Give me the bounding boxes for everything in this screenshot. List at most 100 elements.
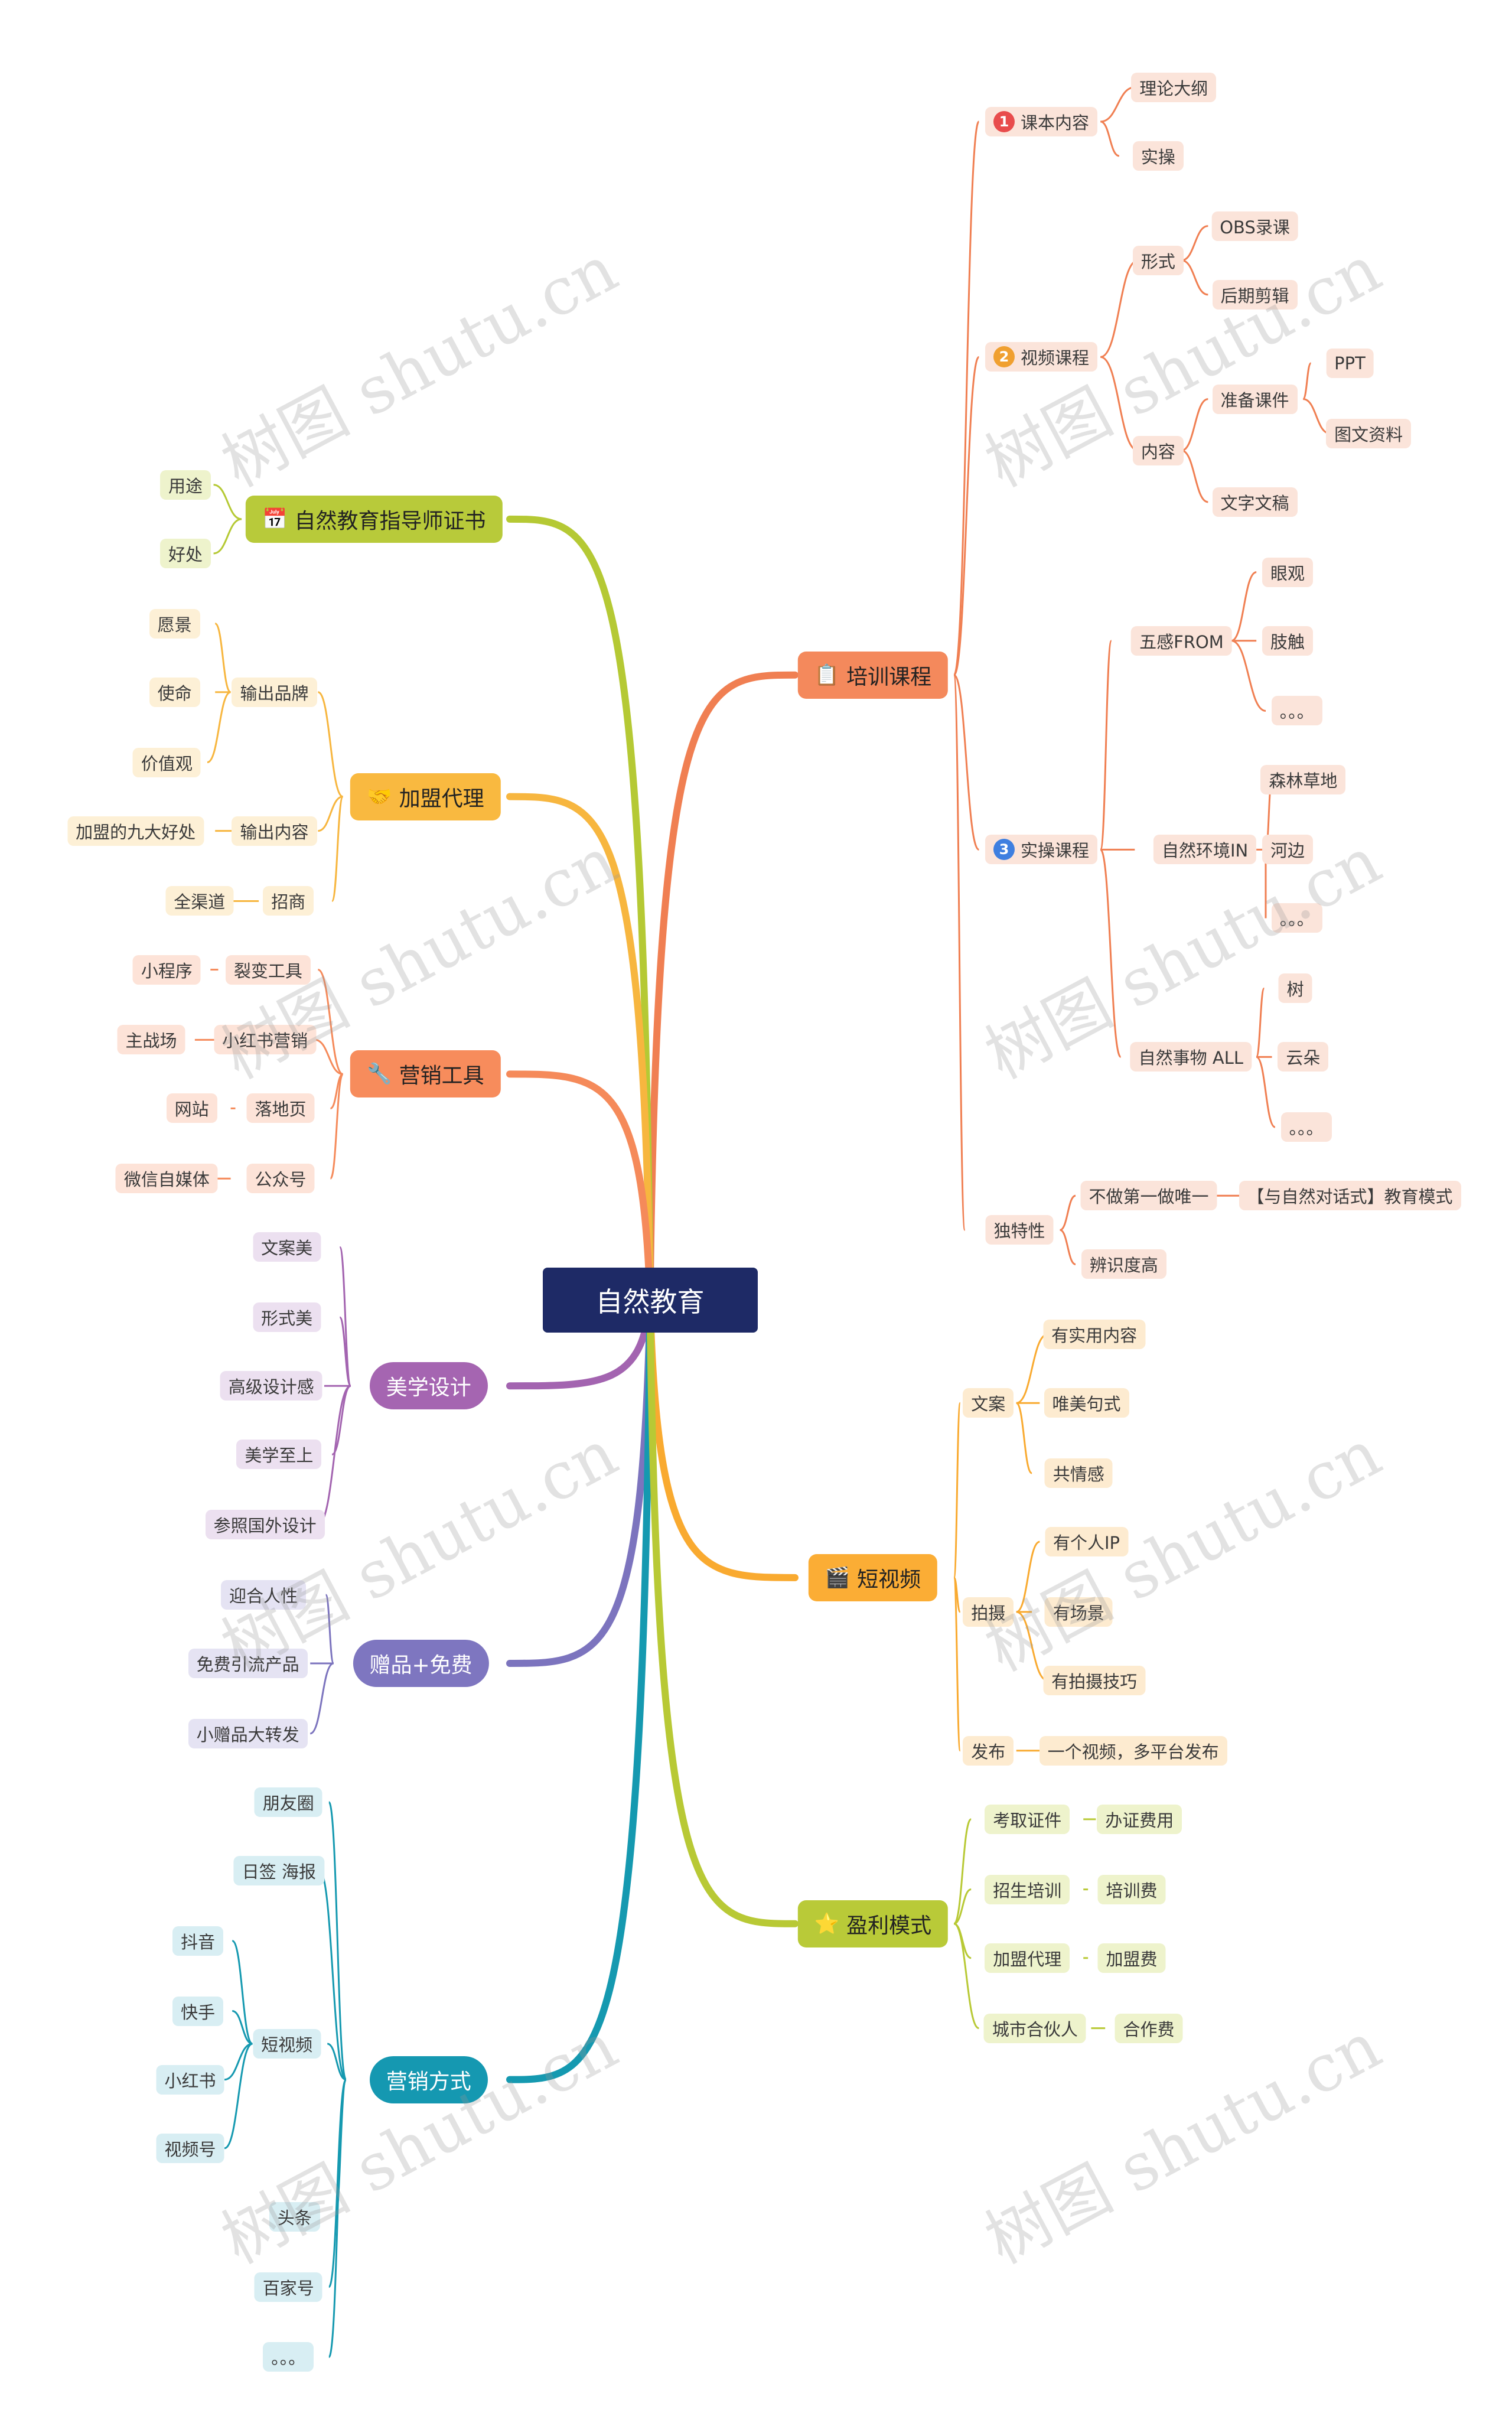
nature-thing-item[interactable]: 树 bbox=[1278, 973, 1312, 1004]
prep-slides[interactable]: 准备课件 bbox=[1212, 384, 1298, 414]
short-video-platform[interactable]: 视频号 bbox=[156, 2133, 224, 2163]
edge-line bbox=[953, 674, 980, 851]
franchise-recruit[interactable]: 招商 bbox=[263, 886, 314, 916]
aesthetic-item[interactable]: 文案美 bbox=[253, 1232, 321, 1262]
branch-gift[interactable]: 赠品+免费 bbox=[353, 1640, 489, 1687]
nine-benefits-label: 加盟的九大好处 bbox=[76, 822, 196, 842]
copy-item[interactable]: 有实用内容 bbox=[1043, 1320, 1146, 1350]
course-item[interactable]: 理论大纲 bbox=[1131, 72, 1217, 102]
multi-platform[interactable]: 一个视频，多平台发布 bbox=[1039, 1735, 1227, 1766]
branch-franchise[interactable]: 🤝加盟代理 bbox=[350, 773, 501, 820]
nature-thing-item[interactable]: 。。。 bbox=[1280, 1112, 1332, 1142]
profit-item[interactable]: 城市合伙人 bbox=[983, 2013, 1086, 2043]
environment-item[interactable]: 森林草地 bbox=[1260, 764, 1346, 794]
nine-benefits[interactable]: 加盟的九大好处 bbox=[67, 816, 204, 846]
dialogue-model[interactable]: 【与自然对话式】教育模式 bbox=[1239, 1181, 1461, 1211]
practice-things[interactable]: 自然事物 ALL bbox=[1130, 1042, 1252, 1072]
short-video-publish[interactable]: 发布 bbox=[963, 1735, 1014, 1766]
branch-marketing-tools[interactable]: 🔧营销工具 bbox=[350, 1050, 501, 1098]
profit-fee[interactable]: 加盟费 bbox=[1097, 1943, 1166, 1973]
unique-first[interactable]: 不做第一做唯一 bbox=[1080, 1181, 1217, 1211]
profit-item[interactable]: 考取证件 bbox=[985, 1804, 1070, 1834]
brand-item[interactable]: 使命 bbox=[149, 677, 200, 707]
franchise-brand[interactable]: 输出品牌 bbox=[232, 677, 317, 707]
branch-profit[interactable]: ⭐盈利模式 bbox=[797, 1900, 949, 1947]
prep-item[interactable]: 图文资料 bbox=[1326, 418, 1412, 448]
tool-item[interactable]: 落地页 bbox=[246, 1093, 315, 1123]
profit-fee[interactable]: 合作费 bbox=[1115, 2013, 1183, 2043]
uniqueness[interactable]: 独特性 bbox=[985, 1215, 1054, 1245]
aesthetic-item[interactable]: 参照国外设计 bbox=[205, 1510, 325, 1540]
aesthetic-item[interactable]: 形式美 bbox=[253, 1302, 321, 1333]
aesthetic-item[interactable]: 美学至上 bbox=[236, 1440, 322, 1470]
root-topic[interactable]: 自然教育 bbox=[542, 1268, 758, 1333]
environment-item[interactable]: 河边 bbox=[1262, 835, 1313, 865]
short-video-copy[interactable]: 文案 bbox=[963, 1388, 1014, 1418]
branch-cert[interactable]: 📅自然教育指导师证书 bbox=[246, 495, 503, 543]
profit-fee[interactable]: 办证费用 bbox=[1097, 1804, 1182, 1834]
tool-detail[interactable]: 小程序 bbox=[132, 955, 201, 985]
short-video-platform[interactable]: 抖音 bbox=[172, 1926, 224, 1956]
short-video-platform[interactable]: 小红书 bbox=[156, 2064, 224, 2095]
tool-detail[interactable]: 网站 bbox=[166, 1093, 217, 1123]
five-senses-item[interactable]: 眼观 bbox=[1262, 557, 1313, 587]
short-video-platform[interactable]: 快手 bbox=[172, 1996, 224, 2026]
channel-item[interactable]: 短视频 bbox=[253, 2028, 321, 2059]
cert-item[interactable]: 好处 bbox=[160, 538, 211, 568]
copy-item[interactable]: 共情感 bbox=[1044, 1458, 1113, 1489]
profit-fee[interactable]: 培训费 bbox=[1097, 1874, 1166, 1904]
tool-detail[interactable]: 微信自媒体 bbox=[115, 1164, 218, 1194]
all-channels[interactable]: 全渠道 bbox=[165, 886, 234, 916]
copy-item[interactable]: 唯美句式 bbox=[1044, 1388, 1129, 1418]
form-item[interactable]: OBS录课 bbox=[1211, 211, 1298, 241]
text-doc[interactable]: 文字文稿 bbox=[1212, 487, 1298, 517]
channel-item[interactable]: 日签 海报 bbox=[233, 1856, 325, 1885]
practice-env[interactable]: 自然环境IN bbox=[1153, 835, 1257, 865]
unique-recog[interactable]: 辨识度高 bbox=[1081, 1249, 1166, 1279]
tool-detail[interactable]: 主战场 bbox=[117, 1025, 185, 1055]
channel-item[interactable]: 。。。 bbox=[263, 2342, 314, 2372]
brand-item[interactable]: 愿景 bbox=[149, 608, 200, 639]
shoot-item[interactable]: 有场景 bbox=[1044, 1597, 1113, 1627]
five-senses-item[interactable]: 。。。 bbox=[1271, 696, 1322, 726]
practice-five[interactable]: 五感FROM bbox=[1131, 626, 1232, 656]
branch-aesthetic[interactable]: 美学设计 bbox=[369, 1362, 488, 1410]
channel-item[interactable]: 头条 bbox=[269, 2201, 320, 2232]
gift-item[interactable]: 迎合人性 bbox=[221, 1579, 307, 1610]
video-content[interactable]: 内容 bbox=[1132, 435, 1184, 465]
tool-item[interactable]: 公众号 bbox=[246, 1164, 315, 1194]
branch-channels[interactable]: 营销方式 bbox=[369, 2056, 488, 2103]
shoot-item[interactable]: 有拍摄技巧 bbox=[1043, 1666, 1146, 1696]
tool-item[interactable]: 裂变工具 bbox=[225, 955, 311, 985]
video-form[interactable]: 形式 bbox=[1132, 245, 1184, 275]
gift-item[interactable]: 小赠品大转发 bbox=[188, 1718, 308, 1748]
branch-training[interactable]: 📋培训课程 bbox=[797, 651, 949, 699]
profit-item[interactable]: 招生培训 bbox=[985, 1874, 1070, 1904]
gift-item[interactable]: 免费引流产品 bbox=[188, 1649, 308, 1678]
profit-item[interactable]: 加盟代理 bbox=[985, 1943, 1070, 1973]
short-video-shoot[interactable]: 拍摄 bbox=[963, 1597, 1014, 1627]
edge-line bbox=[314, 1038, 343, 1075]
aesthetic-item[interactable]: 高级设计感 bbox=[220, 1371, 322, 1401]
brand-item[interactable]: 价值观 bbox=[132, 747, 201, 777]
branch-cert-label: 自然教育指导师证书 bbox=[294, 509, 486, 533]
prep-item[interactable]: PPT bbox=[1326, 348, 1374, 378]
course-item[interactable]: 实操 bbox=[1132, 141, 1184, 171]
franchise-content[interactable]: 输出内容 bbox=[232, 816, 317, 846]
channel-item[interactable]: 朋友圈 bbox=[254, 1787, 322, 1817]
tool-item[interactable]: 小红书营销 bbox=[214, 1025, 317, 1055]
nature-thing-item[interactable]: 云朵 bbox=[1278, 1042, 1329, 1072]
cert-item[interactable]: 用途 bbox=[160, 470, 211, 500]
channel-item[interactable]: 百家号 bbox=[254, 2272, 322, 2302]
edge-line bbox=[1231, 571, 1257, 642]
branch-short-video[interactable]: 🎬短视频 bbox=[808, 1554, 938, 1601]
environment-item[interactable]: 。。。 bbox=[1271, 903, 1322, 933]
shoot-item[interactable]: 有个人IP bbox=[1044, 1527, 1129, 1557]
edge-line bbox=[318, 796, 343, 832]
form-item[interactable]: 后期剪辑 bbox=[1212, 279, 1298, 310]
five-senses-item[interactable]: 肢触 bbox=[1262, 626, 1313, 656]
